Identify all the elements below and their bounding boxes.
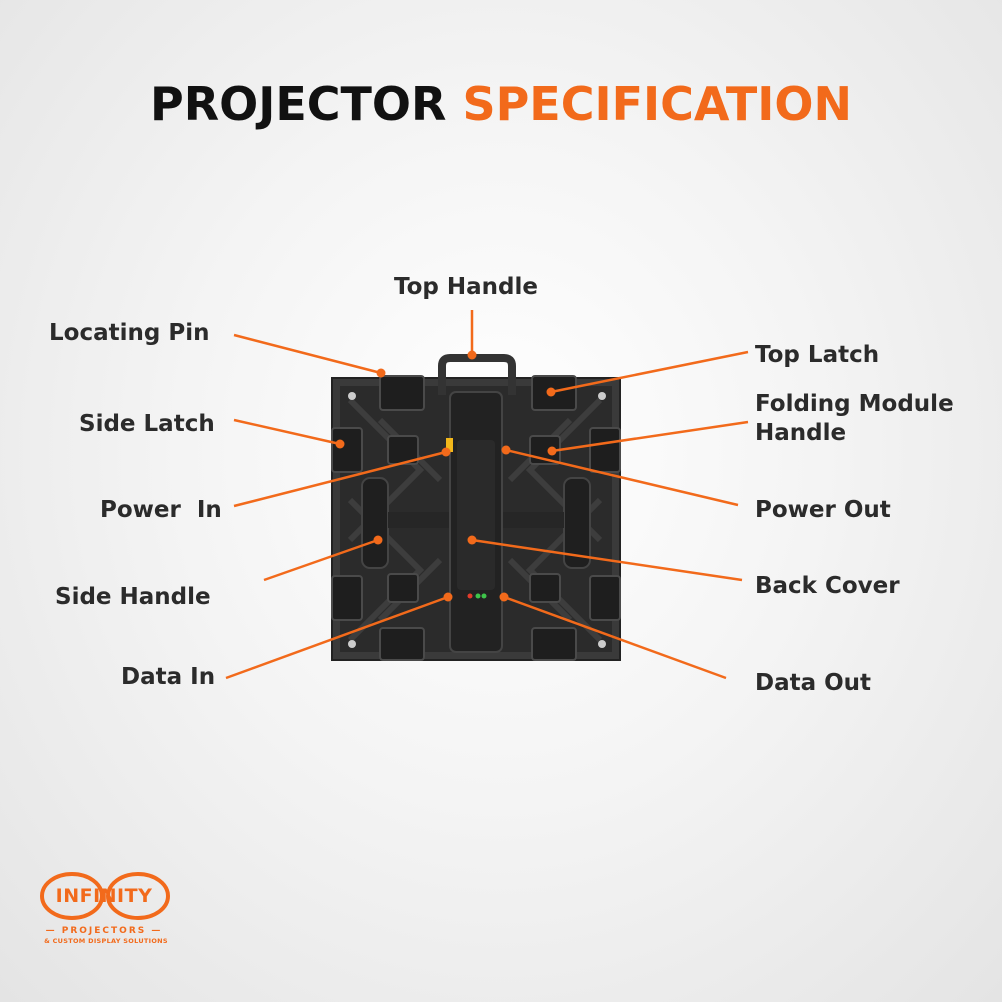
- leader-locating-pin: [233, 333, 382, 375]
- label-top-latch: Top Latch: [755, 342, 880, 368]
- label-power-out: Power Out: [755, 497, 891, 523]
- dot-data-out: [499, 592, 509, 602]
- page-title: PROJECTOR SPECIFICATION: [0, 74, 1002, 134]
- leader-data-out: [503, 595, 727, 680]
- leader-back-cover: [471, 538, 743, 582]
- logo-tagline-2: & CUSTOM DISPLAY SOLUTIONS: [44, 937, 168, 945]
- dot-side-handle: [373, 535, 383, 545]
- label-data-out: Data Out: [755, 670, 872, 696]
- logo-wordmark: INFINITY: [55, 885, 153, 907]
- leader-side-latch: [233, 418, 341, 446]
- dot-top-latch: [546, 387, 556, 397]
- label-side-latch: Side Latch: [79, 411, 215, 437]
- leader-data-in: [225, 595, 449, 680]
- label-folding-module-handle: Folding Module Handle: [755, 391, 954, 446]
- leader-folding-module-handle: [551, 420, 749, 453]
- leader-side-handle: [263, 538, 379, 582]
- dot-top-handle: [467, 350, 477, 360]
- dot-side-latch: [335, 439, 345, 449]
- led-cabinet-image: [331, 354, 621, 661]
- infinity-logo-mark: [40, 872, 170, 920]
- label-back-cover: Back Cover: [755, 573, 900, 599]
- logo-tagline-1: — PROJECTORS —: [45, 926, 163, 936]
- brand-logo: INFINITY — PROJECTORS — & CUSTOM DISPLAY…: [38, 868, 178, 948]
- dot-data-in: [443, 592, 453, 602]
- label-side-handle: Side Handle: [55, 584, 211, 610]
- dot-locating-pin: [376, 368, 386, 378]
- label-power-in: Power In: [100, 497, 222, 523]
- label-data-in: Data In: [121, 664, 216, 690]
- label-top-handle: Top Handle: [394, 274, 538, 300]
- leader-top-latch: [550, 350, 749, 394]
- leader-power-out: [505, 448, 739, 507]
- dot-back-cover: [467, 535, 477, 545]
- title-part-1: PROJECTOR: [149, 77, 447, 131]
- label-locating-pin: Locating Pin: [49, 320, 210, 346]
- title-part-2: SPECIFICATION: [462, 77, 853, 131]
- dot-folding-module-handle: [547, 446, 557, 456]
- dot-power-out: [501, 445, 511, 455]
- leader-power-in: [233, 450, 447, 508]
- dot-power-in: [441, 447, 451, 457]
